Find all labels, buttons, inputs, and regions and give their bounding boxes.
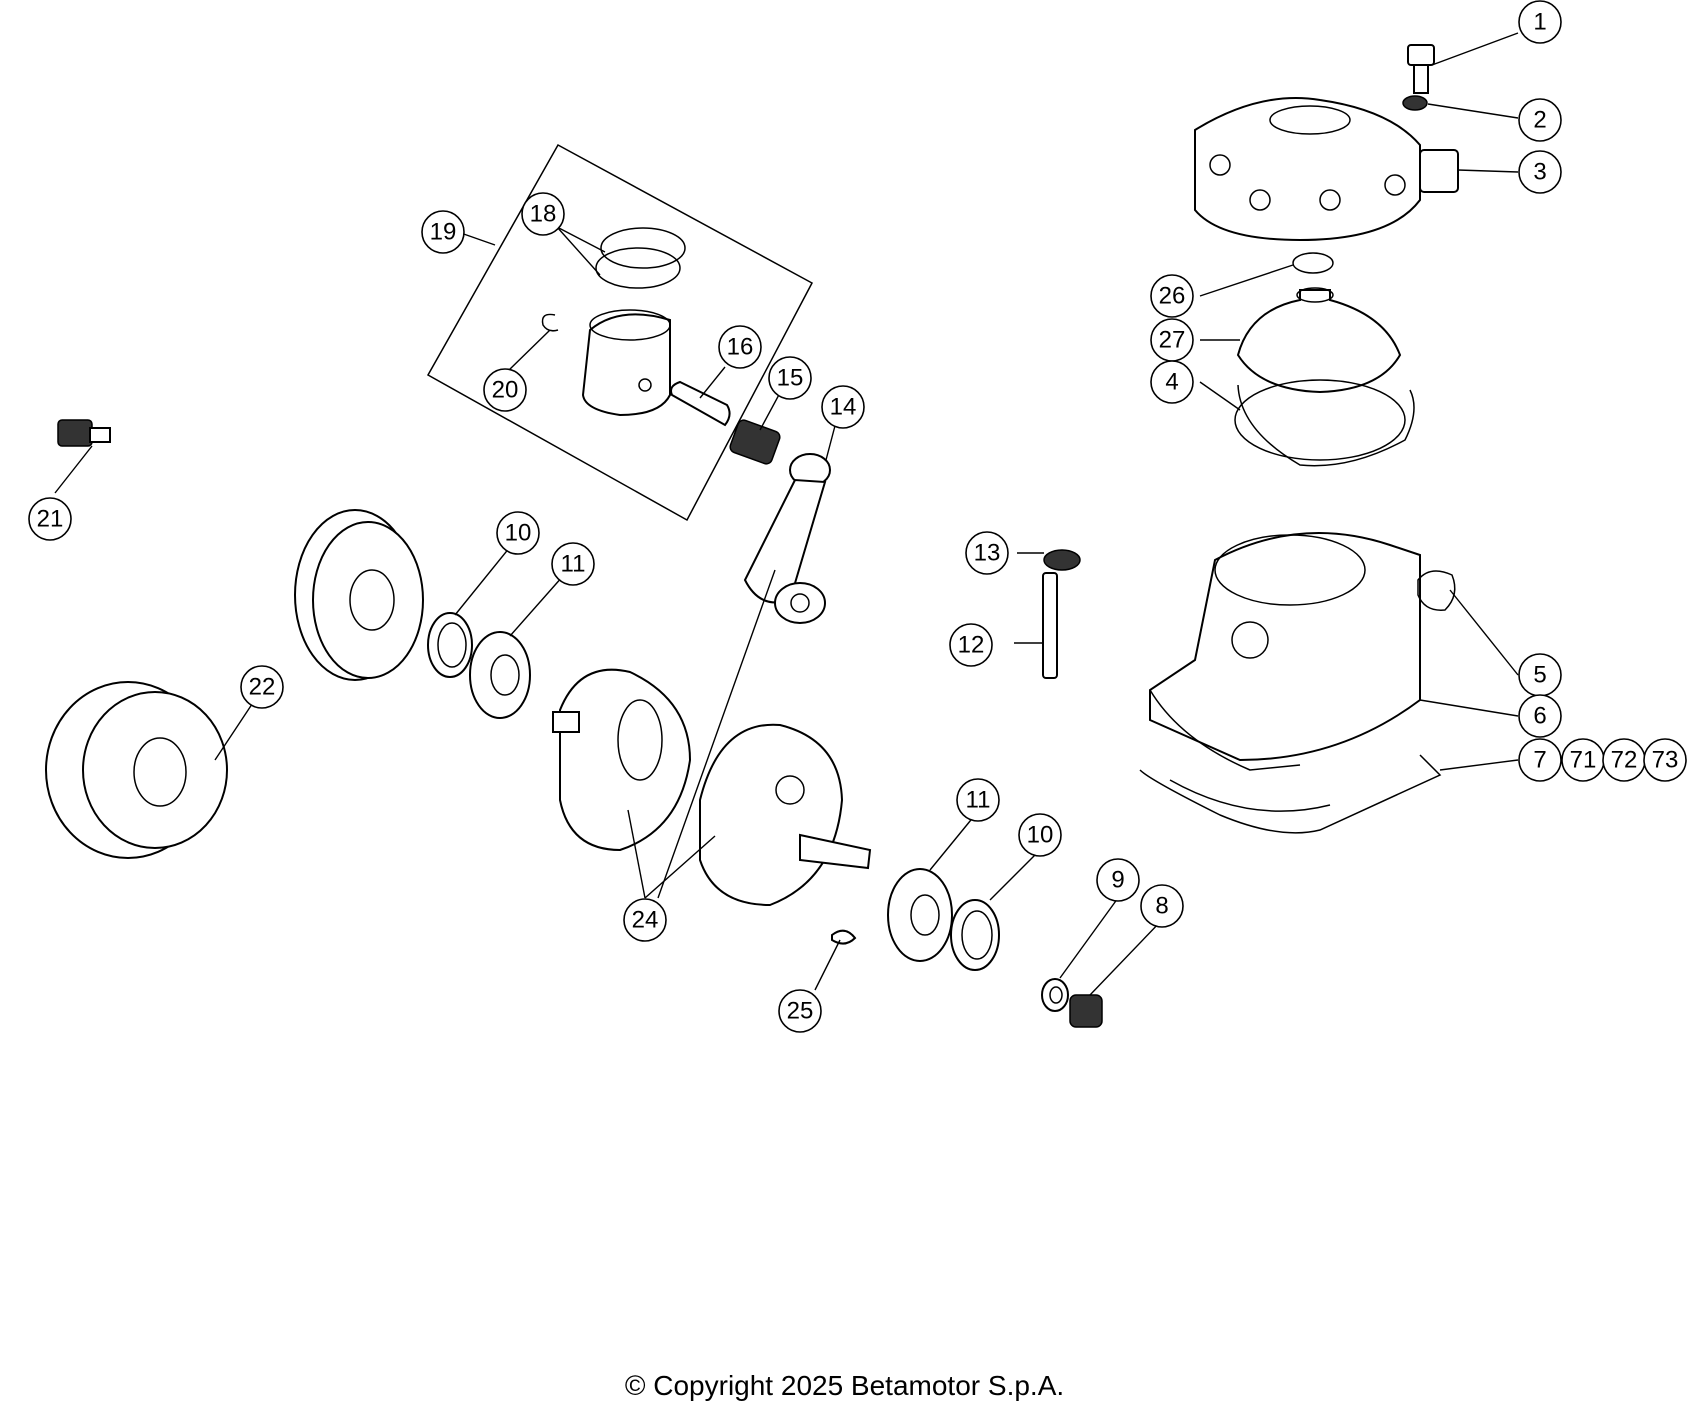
callout-2: 2	[1518, 98, 1562, 142]
callout-10b: 10	[1018, 813, 1062, 857]
svg-text:16: 16	[727, 334, 754, 361]
crank-half-right-part	[699, 723, 872, 907]
svg-text:20: 20	[492, 377, 519, 404]
svg-text:19: 19	[430, 219, 457, 246]
clutch-basket-part	[45, 681, 228, 859]
connecting-rod-part	[743, 453, 831, 624]
svg-text:1: 1	[1533, 9, 1546, 36]
svg-text:7: 7	[1533, 747, 1546, 774]
svg-text:3: 3	[1533, 159, 1546, 186]
callout-19: 19	[421, 210, 465, 254]
callout-4: 4	[1150, 360, 1194, 404]
svg-text:11: 11	[561, 551, 586, 578]
callout-3: 3	[1518, 150, 1562, 194]
stud-part	[1042, 572, 1058, 679]
svg-text:26: 26	[1159, 283, 1186, 310]
main-bearing-right-part	[887, 868, 953, 962]
copyright-notice: © Copyright 2025 Betamotor S.p.A.	[624, 1370, 1065, 1401]
washer-part	[1402, 95, 1428, 111]
oil-seal-right-part	[950, 899, 1000, 971]
callout-11a: 11	[551, 542, 595, 586]
callout-24: 24	[623, 898, 667, 942]
svg-text:13: 13	[974, 540, 1001, 567]
circlip-part	[541, 313, 559, 332]
svg-text:71: 71	[1570, 747, 1597, 774]
oil-seal-left-part	[427, 612, 473, 678]
callout-18: 18	[521, 192, 565, 236]
callout-5: 5	[1518, 653, 1562, 697]
callout-72: 72	[1602, 738, 1646, 782]
piston-kit-outline	[426, 143, 814, 522]
svg-text:21: 21	[37, 506, 64, 533]
callout-20: 20	[483, 368, 527, 412]
drain-plug-part	[57, 419, 111, 447]
callout-16: 16	[718, 325, 762, 369]
callout-21: 21	[28, 497, 72, 541]
svg-text:4: 4	[1165, 369, 1178, 396]
svg-text:25: 25	[787, 998, 814, 1025]
svg-text:10: 10	[1027, 822, 1054, 849]
svg-text:72: 72	[1611, 747, 1638, 774]
callout-9: 9	[1096, 858, 1140, 902]
cylinder-part	[1149, 532, 1421, 771]
svg-text:14: 14	[830, 394, 857, 421]
piston-rings-part	[595, 227, 686, 289]
nut-part	[1069, 994, 1103, 1028]
head-gasket-part	[1234, 379, 1415, 467]
cylinder-head-part	[1194, 97, 1459, 242]
callout-71: 71	[1561, 738, 1605, 782]
flange-nut-part	[1043, 549, 1081, 571]
svg-text:27: 27	[1159, 327, 1186, 354]
callout-22: 22	[240, 665, 284, 709]
callout-25: 25	[778, 989, 822, 1033]
callout-26: 26	[1150, 274, 1194, 318]
flywheel-cover-part	[294, 509, 424, 681]
svg-text:9: 9	[1111, 867, 1124, 894]
callout-12: 12	[949, 623, 993, 667]
svg-text:6: 6	[1533, 703, 1546, 730]
exhaust-gasket-part	[1417, 570, 1456, 611]
svg-text:22: 22	[249, 674, 276, 701]
washer-small-part	[1041, 978, 1069, 1012]
piston-part	[581, 309, 671, 417]
svg-text:10: 10	[505, 520, 532, 547]
callout-10a: 10	[496, 511, 540, 555]
callout-13: 13	[965, 531, 1009, 575]
svg-text:15: 15	[777, 365, 804, 392]
svg-text:2: 2	[1533, 107, 1546, 134]
needle-bearing-part	[729, 419, 781, 465]
callout-8: 8	[1140, 884, 1184, 928]
o-ring-part	[1292, 252, 1334, 274]
callout-14: 14	[821, 385, 865, 429]
callout-11b: 11	[956, 778, 1000, 822]
callout-27: 27	[1150, 318, 1194, 362]
bolt-part	[1407, 44, 1435, 94]
crank-half-left-part	[552, 668, 692, 852]
callout-6: 6	[1518, 694, 1562, 738]
svg-text:73: 73	[1652, 747, 1679, 774]
svg-text:8: 8	[1155, 893, 1168, 920]
svg-text:5: 5	[1533, 662, 1546, 689]
svg-text:24: 24	[632, 907, 659, 934]
piston-pin-part	[670, 380, 731, 427]
woodruff-key-part	[831, 929, 857, 945]
svg-text:18: 18	[530, 201, 557, 228]
callout-73: 73	[1643, 738, 1687, 782]
callout-1: 1	[1518, 0, 1562, 44]
svg-text:11: 11	[966, 787, 991, 814]
leader-lines	[54, 32, 1519, 996]
callout-7: 7	[1518, 738, 1562, 782]
base-gasket-part	[1139, 754, 1442, 834]
head-insert-part	[1236, 287, 1402, 394]
svg-text:12: 12	[958, 632, 985, 659]
main-bearing-left-part	[469, 631, 531, 719]
callout-15: 15	[768, 356, 812, 400]
